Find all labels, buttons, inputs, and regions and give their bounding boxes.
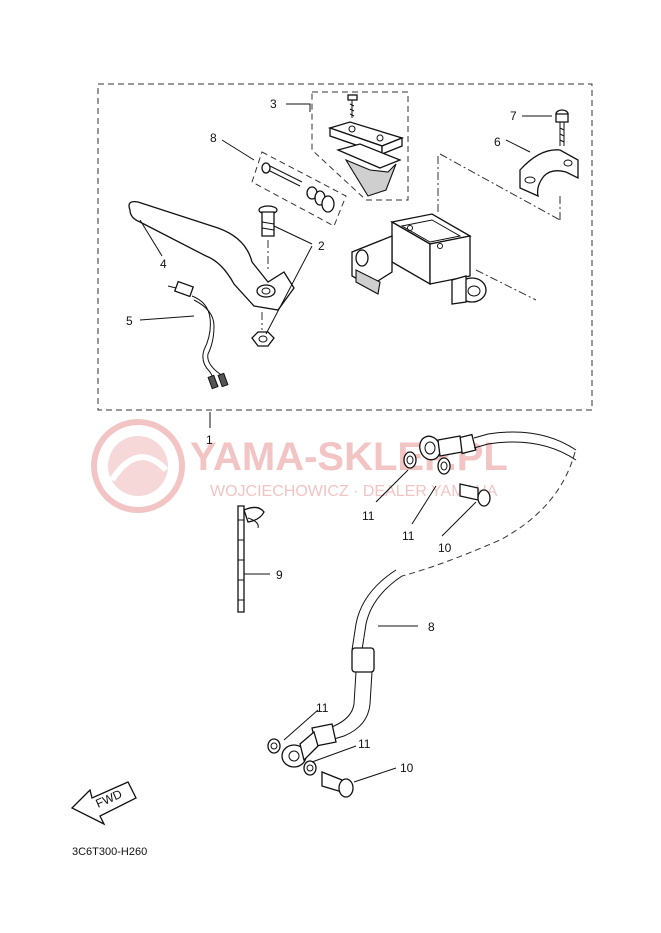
union-bolt-upper [459, 483, 491, 507]
callout-11-c: 11 [316, 701, 329, 715]
reservoir-cap-group-box [311, 91, 409, 201]
lever-nut [251, 331, 275, 347]
master-cylinder [351, 213, 487, 305]
clamp-bolt [555, 109, 569, 146]
callout-6: 6 [494, 135, 501, 149]
assembly-boundary [97, 83, 593, 411]
handlebar-clamp [519, 149, 579, 198]
callout-7: 7 [510, 109, 517, 123]
union-bolt-lower [321, 771, 354, 798]
washer-lower-2 [303, 760, 317, 776]
brake-lever [128, 201, 295, 311]
brake-hose-lower [281, 569, 403, 768]
brake-hose-upper [419, 431, 577, 461]
bracket-line-1 [439, 153, 561, 221]
callout-11-a: 11 [362, 509, 375, 523]
callout-leaders [139, 103, 552, 783]
callout-8-upper: 8 [210, 131, 217, 145]
callout-10-lower: 10 [400, 761, 414, 775]
callout-5: 5 [126, 314, 133, 328]
fwd-arrow: FWD [70, 781, 137, 826]
pivot-bolt [258, 205, 278, 237]
callout-8-lower: 8 [428, 620, 435, 634]
watermark-logo [91, 419, 185, 513]
reservoir-cap [327, 121, 404, 197]
callout-1: 1 [206, 433, 213, 447]
watermark-subtitle: WOJCIECHOWICZ · DEALER YAMAHA [210, 483, 498, 500]
callout-4: 4 [160, 257, 167, 271]
bracket-line-2 [475, 269, 537, 301]
callout-9: 9 [276, 568, 283, 582]
cap-screw [347, 94, 358, 118]
callout-2: 2 [318, 239, 325, 253]
washer-upper-2 [437, 457, 451, 475]
washer-upper-1 [403, 451, 417, 469]
callout-3: 3 [270, 97, 277, 111]
pivot-group-box [251, 151, 347, 227]
callout-10-upper: 10 [438, 541, 452, 555]
hose-dashed-continuation [401, 451, 576, 577]
hose-clip [237, 505, 265, 613]
callout-11-b: 11 [402, 529, 415, 543]
callout-11-d: 11 [358, 737, 371, 751]
washer-lower-1 [267, 738, 281, 754]
brake-switch [167, 280, 229, 390]
pivot-piston [261, 162, 335, 213]
diagram-code: 3C6T300-H260 [72, 846, 148, 858]
